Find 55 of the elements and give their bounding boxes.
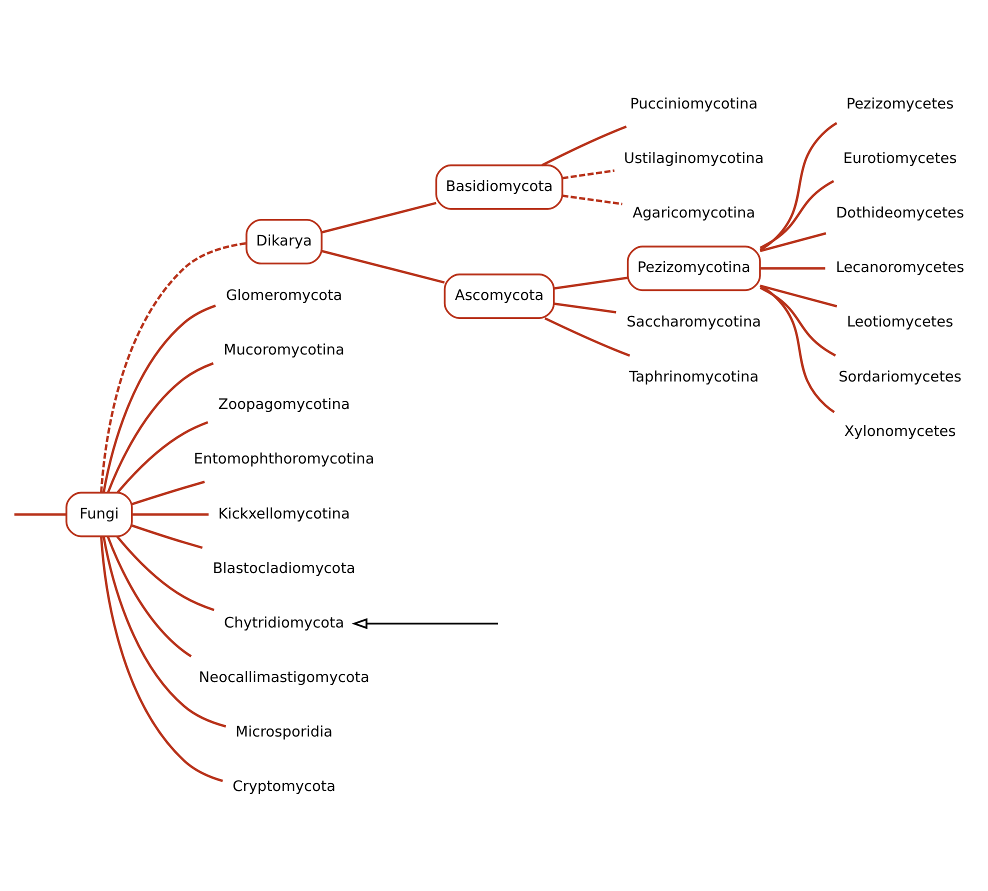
node-text: Blastocladiomycota — [212, 559, 356, 576]
node-text: Xylonomycetes — [844, 422, 956, 440]
node-text: Leotiomycetes — [846, 313, 954, 330]
node-text: Microsporidia — [236, 723, 333, 740]
node-text: Lecanoromycetes — [836, 258, 964, 276]
connector — [544, 316, 630, 356]
node-text: Saccharomycotina — [626, 313, 762, 330]
node-text: Entomophthoromycotina — [194, 450, 374, 468]
node-text: Pezizomycetes — [846, 94, 954, 112]
connector — [760, 180, 834, 248]
node-text: Dothideomycetes — [836, 204, 964, 222]
node-box: Ascomycota — [444, 273, 555, 318]
connector — [116, 535, 214, 611]
connector — [116, 420, 208, 493]
connector — [760, 122, 838, 250]
node-text: Glomeromycota — [226, 286, 342, 304]
node-box: Pezizomycotina — [626, 245, 761, 291]
connector — [322, 201, 436, 233]
node-text: Chytridiomycota — [224, 614, 344, 631]
connector — [132, 512, 209, 516]
connector — [322, 249, 445, 284]
connector — [760, 284, 835, 413]
node-text: Agaricomycotina — [632, 204, 756, 222]
node-text: Zoopagomycotina — [218, 396, 350, 413]
node-text: Mucoromycotina — [224, 341, 344, 358]
connector — [554, 302, 616, 313]
connector — [106, 536, 192, 657]
node-text: Pucciniomycotina — [630, 94, 758, 112]
connector — [760, 232, 826, 252]
node-text: Kickxellomycotina — [218, 504, 350, 522]
node-text: Taphrinomycotina — [629, 368, 759, 385]
node-box: Basidiomycota — [435, 164, 564, 210]
connector — [760, 266, 826, 270]
connector — [14, 512, 66, 516]
connector — [106, 362, 214, 493]
connector — [100, 242, 247, 492]
arrow — [352, 618, 498, 629]
connector — [132, 480, 205, 505]
connector — [102, 304, 216, 492]
connector — [542, 125, 627, 166]
connector — [562, 168, 615, 179]
connector — [562, 194, 622, 205]
node-text: Eurotiomycetes — [843, 150, 957, 166]
connector — [760, 284, 838, 307]
connector — [554, 276, 628, 290]
node-text: Neocallimastigomycota — [198, 668, 370, 686]
node-text: Cryptomycota — [232, 778, 336, 795]
connector — [760, 286, 836, 356]
node-box: Dikarya — [246, 218, 323, 264]
node-text: Sordariomycetes — [838, 368, 962, 385]
connector — [100, 536, 224, 782]
connector — [102, 536, 226, 728]
node-text: Ustilaginomycotina — [624, 150, 764, 166]
connector — [132, 524, 203, 548]
node-box: Fungi — [66, 491, 133, 537]
